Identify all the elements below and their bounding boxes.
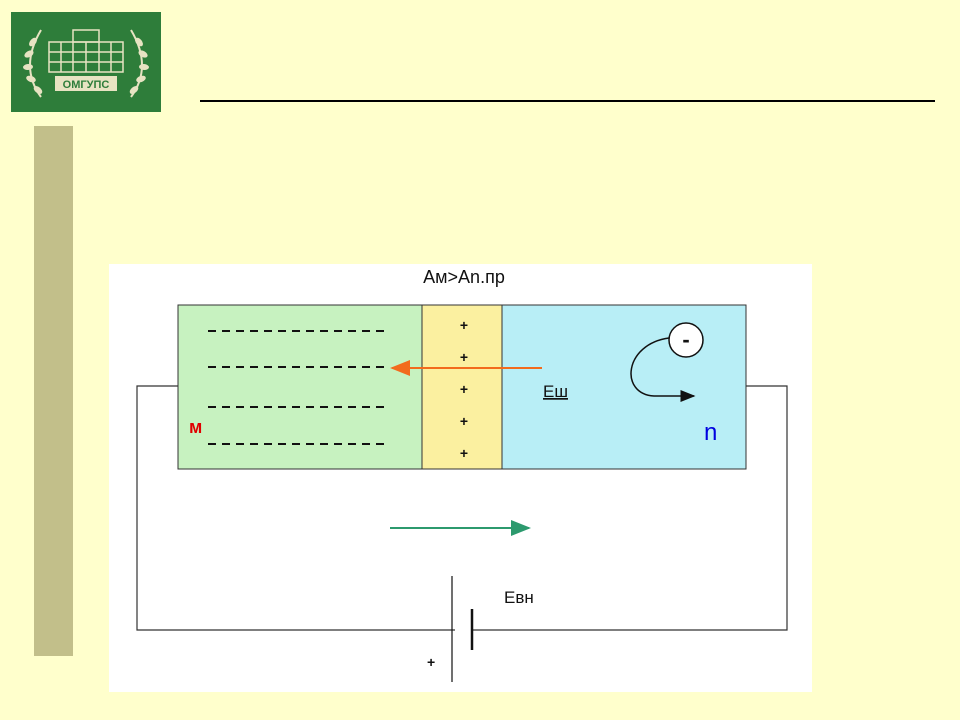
semiconductor-region (501, 304, 747, 470)
logo-text: ОМГУПС (63, 79, 110, 91)
decorative-side-bar (34, 126, 73, 656)
battery-plus-sign: + (427, 654, 435, 670)
source-label: Евн (504, 588, 534, 607)
metal-label: м (189, 417, 202, 437)
positive-charge: + (460, 381, 468, 397)
diagram-title: Ам>Аn.пр (423, 267, 505, 287)
field-label: Еш (543, 382, 568, 401)
header-divider (200, 100, 935, 102)
circuit-wires (136, 385, 788, 631)
electron-sign: - (682, 327, 689, 352)
positive-charge: + (460, 317, 468, 333)
positive-charge: + (460, 445, 468, 461)
electron-path-arrow (630, 337, 696, 402)
semiconductor-label: n (704, 419, 717, 446)
electron-icon (668, 322, 704, 358)
positive-charge: + (460, 349, 468, 365)
university-logo: ОМГУПС (11, 12, 161, 112)
depletion-layer (421, 304, 503, 470)
positive-charge: + (460, 413, 468, 429)
metal-electron-rows (208, 330, 389, 445)
schottky-diagram: Ам>Аn.пр + + + + + Еш - м n (109, 264, 812, 692)
